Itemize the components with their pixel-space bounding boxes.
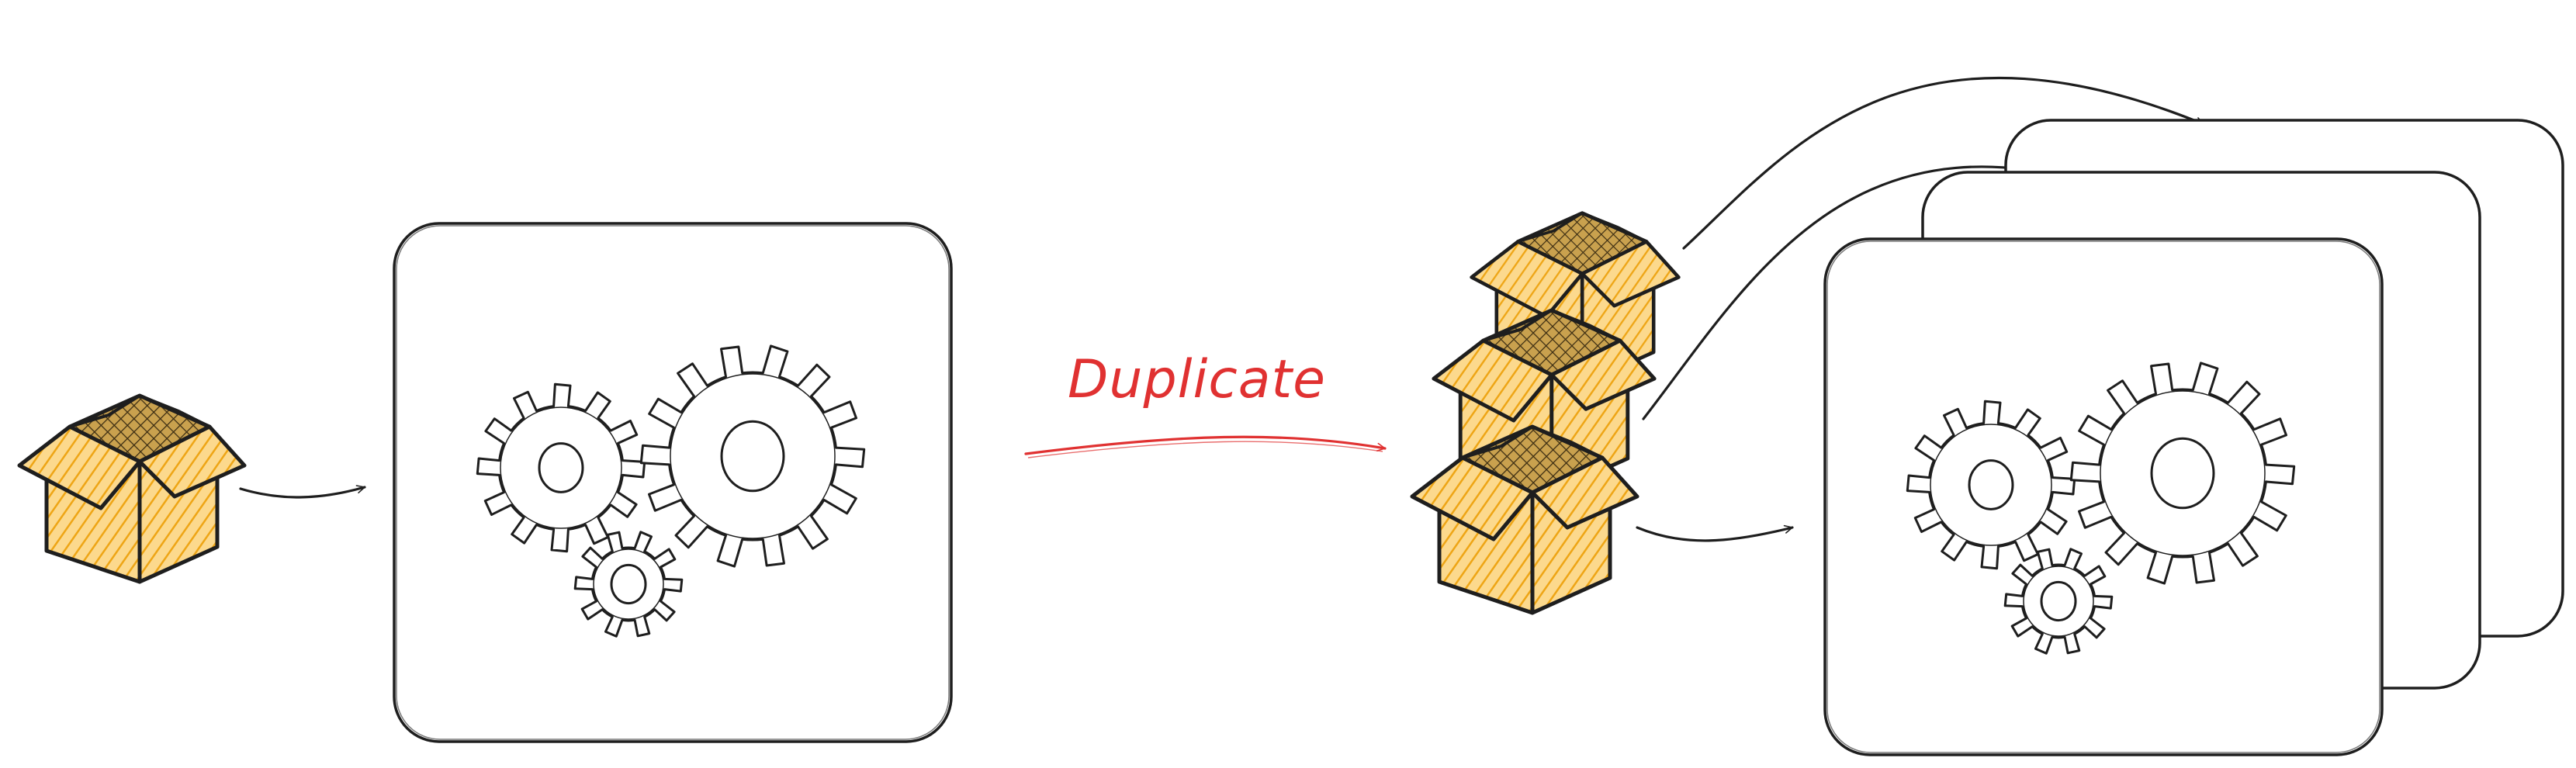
gear-hole: [2150, 437, 2215, 510]
gear-hole: [538, 442, 584, 493]
gears-icon: [1906, 362, 2296, 655]
duplicate-arrow: [1024, 435, 1387, 455]
arrow-stack-to-panel-front: [1636, 524, 1794, 542]
arrow-box-to-panel: [239, 485, 366, 499]
gears-icon: [476, 344, 866, 638]
gears-panel-stack: [1823, 119, 2564, 756]
gear-hole: [610, 563, 647, 605]
gears-panel-left: [393, 222, 953, 743]
gear-hole: [2040, 580, 2077, 622]
open-box-stack-icon: [1412, 213, 1678, 613]
arrow-stack-to-panel-back: [1682, 76, 2205, 250]
open-box-icon: [19, 396, 244, 582]
gear-hole: [720, 420, 785, 493]
duplicate-label: Duplicate: [1068, 349, 1326, 410]
gear-hole: [1968, 459, 2014, 510]
